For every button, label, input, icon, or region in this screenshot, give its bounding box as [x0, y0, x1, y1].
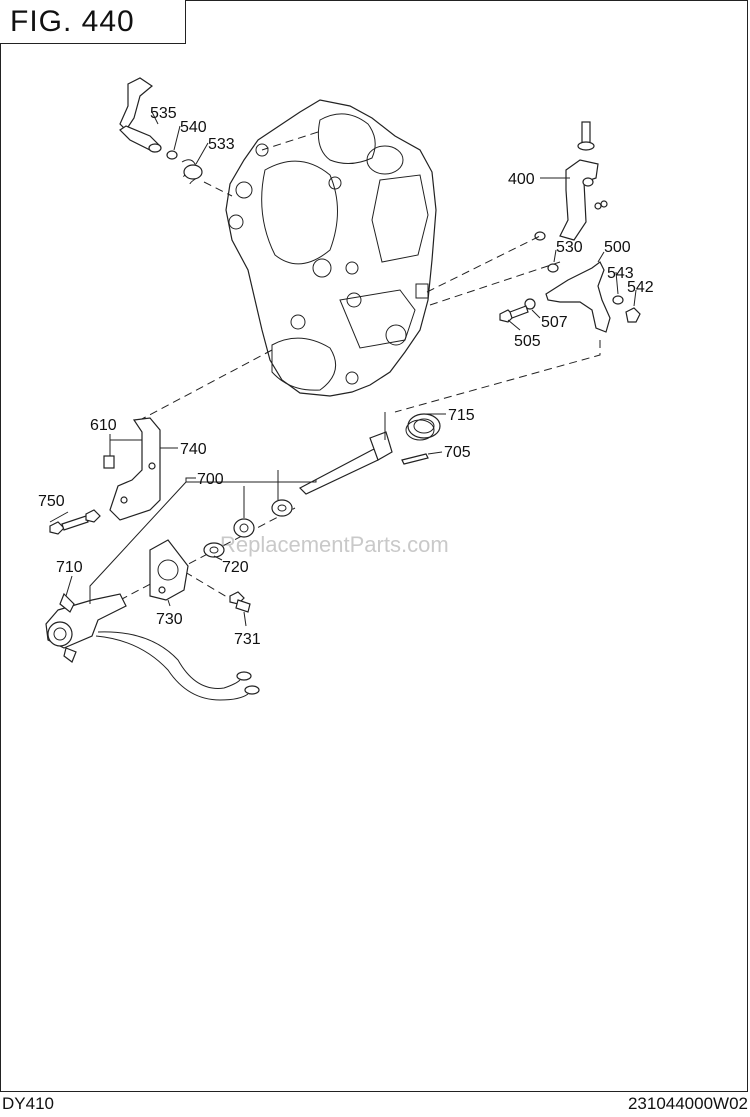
part-610-label: [103, 455, 115, 469]
label-530: 530: [556, 239, 583, 256]
assembly-line: [426, 235, 541, 293]
part-542-nut: [625, 307, 641, 323]
part-505-bolt: [499, 305, 529, 323]
label-700: 700: [197, 471, 224, 488]
footer-model: DY410: [2, 1094, 54, 1113]
part-530-washer: [547, 263, 559, 273]
assembly-line: [261, 131, 319, 151]
part-700-bushing: [233, 518, 255, 538]
label-505: 505: [514, 333, 541, 350]
part-540-ring: [166, 150, 178, 160]
shaft: [299, 431, 393, 495]
bushing-hole: [239, 523, 249, 533]
part-543-washer: [612, 295, 624, 305]
footer-code: 231044000W02: [627, 1094, 748, 1113]
part-731-bolt: [229, 591, 251, 613]
label-720: 720: [222, 559, 249, 576]
part-400-bracket: [559, 121, 608, 241]
assembly-line: [394, 340, 601, 413]
part-705-pin: [401, 453, 429, 465]
label-540: 540: [180, 119, 207, 136]
label-533: 533: [208, 136, 235, 153]
part-710-solenoid: [45, 592, 260, 701]
label-535: 535: [150, 105, 177, 122]
part-700-washer: [271, 499, 293, 517]
leader-lines: [49, 111, 637, 627]
label-705: 705: [444, 444, 471, 461]
part-750-bolt: [49, 509, 101, 535]
assembly-line: [184, 571, 233, 601]
watermark: ReplacementParts.com: [220, 532, 449, 557]
label-750: 750: [38, 493, 65, 510]
part-500-plate: [545, 261, 611, 333]
washer-hole: [277, 504, 287, 512]
label-710: 710: [56, 559, 83, 576]
part-533-spring: [181, 159, 203, 185]
part-535-throttle-lever: [119, 77, 162, 153]
figure-title: FIG. 440: [0, 0, 186, 44]
label-610: 610: [90, 417, 117, 434]
part-507-washer: [524, 298, 536, 310]
part-720-washer: [203, 542, 225, 558]
part-740-bracket: [109, 417, 161, 521]
label-730: 730: [156, 611, 183, 628]
label-740: 740: [180, 441, 207, 458]
washer-upper: [534, 231, 546, 241]
label-543: 543: [607, 265, 634, 282]
washer-hole: [209, 546, 219, 554]
assembly-line: [203, 181, 233, 197]
label-500: 500: [604, 239, 631, 256]
engine-block: [225, 99, 437, 397]
label-542: 542: [627, 279, 654, 296]
label-715: 715: [448, 407, 475, 424]
parts-diagram: ReplacementParts.com: [38, 77, 654, 701]
label-731: 731: [234, 631, 261, 648]
part-730-bracket: [149, 539, 189, 601]
assembly-line: [139, 349, 273, 421]
assembly-line: [429, 261, 561, 306]
part-715-pulley: [405, 413, 441, 441]
label-400: 400: [508, 171, 535, 188]
drawing-frame: [0, 0, 748, 1092]
label-507: 507: [541, 314, 568, 331]
